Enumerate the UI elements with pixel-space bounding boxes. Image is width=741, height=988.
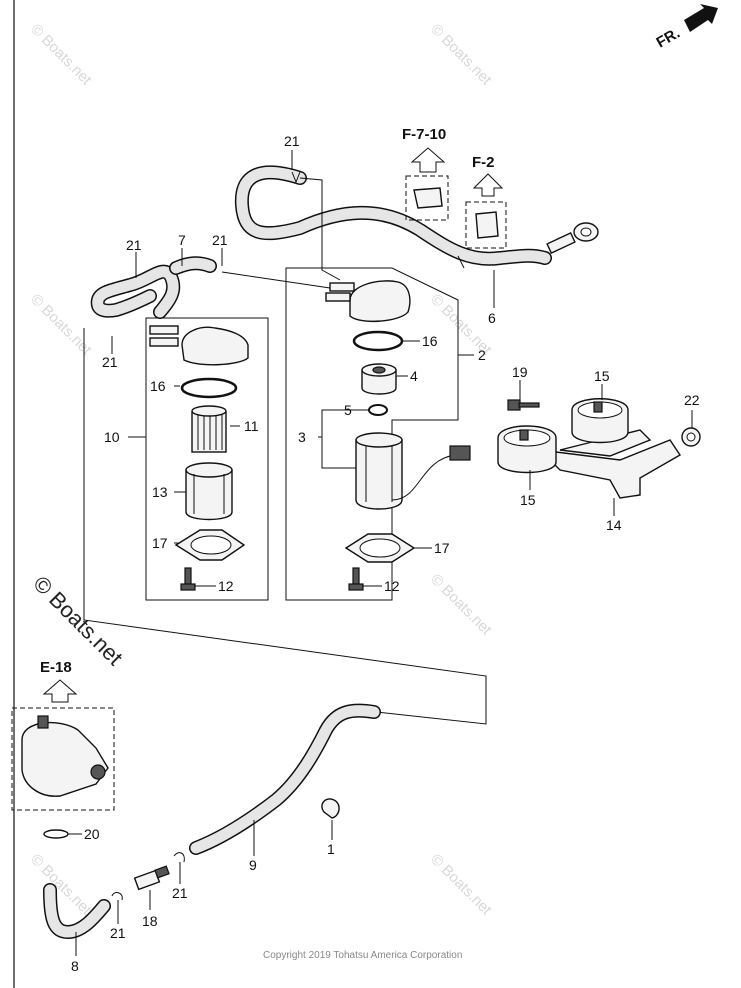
bracket-17-right <box>344 533 416 563</box>
callout-18: 18 <box>142 913 158 929</box>
callout-19: 19 <box>512 364 528 380</box>
clamp-15-upper <box>571 398 629 444</box>
watermark-text: © Boats.net <box>427 851 495 919</box>
o-ring-16-right <box>352 330 404 352</box>
callout-20: 20 <box>84 826 100 842</box>
bolt-12-left <box>180 567 196 591</box>
reference-label-f2: F-2 <box>472 154 495 171</box>
watermark-text: © Boats.net <box>27 21 95 89</box>
callout-21: 21 <box>284 133 300 149</box>
callout-21: 21 <box>212 232 228 248</box>
callout-17: 17 <box>152 535 168 551</box>
callout-6: 6 <box>488 310 496 326</box>
watermark-text: © Boats.net <box>427 21 495 89</box>
bolt-12-right <box>348 567 364 591</box>
leader-lines <box>68 150 693 956</box>
callout-21: 21 <box>110 925 126 941</box>
filter-element-11 <box>191 405 227 453</box>
o-ring-16-left <box>180 377 238 399</box>
copyright-notice: Copyright 2019 Tohatsu America Corporati… <box>263 950 462 961</box>
reference-e18 <box>11 679 115 811</box>
reference-f7-10 <box>405 147 449 221</box>
watermark-text: © Boats.net <box>27 851 95 919</box>
watermark-text: © Boats.net <box>27 291 95 359</box>
callout-15: 15 <box>594 368 610 384</box>
callout-16: 16 <box>422 333 438 349</box>
clamp-15-lower <box>497 425 557 474</box>
hose-6 <box>234 165 552 269</box>
callout-21: 21 <box>102 354 118 370</box>
assembly-10-box <box>145 317 269 601</box>
reference-f2 <box>465 173 507 249</box>
callout-13: 13 <box>152 484 168 500</box>
filter-cup-3 <box>355 432 471 510</box>
callout-11: 11 <box>244 418 259 434</box>
bracket-17-left <box>174 529 246 561</box>
o-ring-5 <box>368 404 388 416</box>
callout-15: 15 <box>520 492 536 508</box>
callout-2: 2 <box>478 347 486 363</box>
filter-cap-10 <box>149 325 249 366</box>
callout-21: 21 <box>126 237 142 253</box>
callout-1: 1 <box>327 841 335 857</box>
fitting-18 <box>133 865 170 891</box>
filter-cup-13 <box>185 462 233 521</box>
hose-7 <box>90 256 217 319</box>
callout-22: 22 <box>684 392 700 408</box>
assembly-2-box <box>285 267 459 601</box>
routing-line <box>83 328 487 725</box>
clip-21 <box>291 171 301 184</box>
reference-label-e18: E-18 <box>40 659 72 676</box>
callout-5: 5 <box>344 402 352 418</box>
callout-12: 12 <box>384 578 400 594</box>
callout-14: 14 <box>606 517 622 533</box>
float-4 <box>361 363 397 395</box>
callout-8: 8 <box>71 958 79 974</box>
reference-label-f7-10: F-7-10 <box>402 126 446 143</box>
callout-12: 12 <box>218 578 234 594</box>
callout-9: 9 <box>249 857 257 873</box>
direction-label: FR. <box>654 25 683 52</box>
callout-7: 7 <box>178 232 186 248</box>
part-20 <box>43 829 69 839</box>
clip-21-lower <box>111 852 185 901</box>
callout-16: 16 <box>150 378 166 394</box>
hose-9 <box>189 703 381 855</box>
clip-1 <box>321 798 340 819</box>
forward-direction-arrow: FR. <box>654 4 718 52</box>
hose-8 <box>43 883 111 939</box>
callout-3: 3 <box>298 429 306 445</box>
bolt-19 <box>507 399 540 411</box>
callout-21: 21 <box>172 885 188 901</box>
callout-17: 17 <box>434 540 450 556</box>
fuel-connector-fitting <box>546 222 599 254</box>
callout-4: 4 <box>410 368 418 384</box>
watermark-text: © Boats.net <box>28 571 127 670</box>
callout-10: 10 <box>104 429 120 445</box>
nut-22 <box>681 427 701 447</box>
filter-cap-2 <box>325 280 411 323</box>
watermark-text: © Boats.net <box>427 571 495 639</box>
